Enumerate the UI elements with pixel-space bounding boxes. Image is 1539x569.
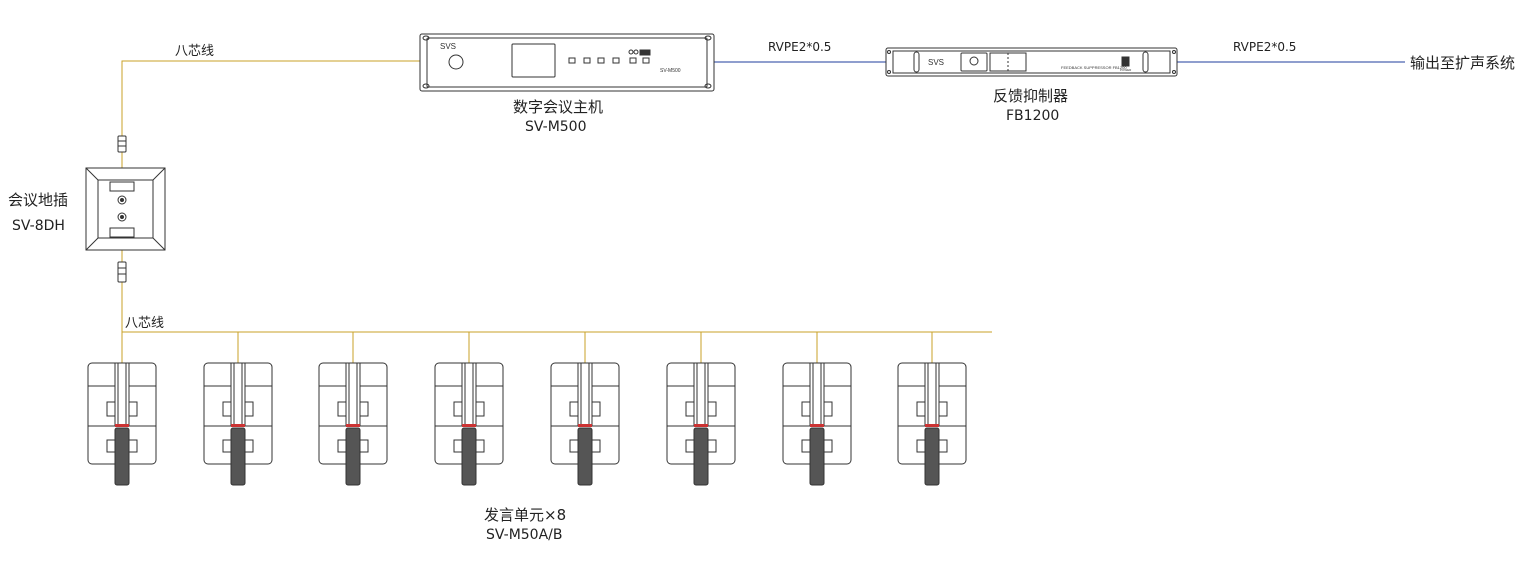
host-display-screen [511,43,556,78]
host-name: 数字会议主机 [513,98,603,116]
host-panel-model: SV-M500 [660,68,681,74]
feedback-name: 反馈抑制器 [993,87,1068,105]
host-model: SV-M500 [525,119,587,135]
host-brand-logo: SVS [440,42,456,51]
mic-stem [345,362,361,426]
speaker-unit [897,362,967,486]
feedback-power-switch-icon [1121,56,1130,67]
speaker-unit [666,362,736,486]
speaker-unit [203,362,273,486]
mic-handle [693,427,709,486]
mic-handle [461,427,477,486]
output-label: 输出至扩声系统 [1410,54,1515,72]
feedback-model: FB1200 [1006,108,1059,124]
feedback-brand-logo: SVS [928,58,944,67]
cable-connector-top [117,135,127,153]
floor-socket-port-icon [117,212,127,222]
mic-stem [230,362,246,426]
feedback-panel-text: FEEDBACK SUPPRESSOR FB1200 [1061,65,1127,70]
feedback-knob-icon [969,56,979,66]
feedback-knob-box [960,52,988,72]
cable-label-rvpe-2: RVPE2*0.5 [1233,40,1296,54]
speaker-unit [434,362,504,486]
mic-ring [462,424,476,427]
mic-handle [809,427,825,486]
host-button-row-icon [568,49,651,64]
cable-eight-core-top [121,60,420,168]
floor-socket-port-icon [117,195,127,205]
mic-handle [230,427,246,486]
speaker-unit [782,362,852,486]
mic-stem [924,362,940,426]
host-device [419,33,715,92]
floor-socket-model: SV-8DH [12,218,65,234]
cable-label-eight-core-bottom: 八芯线 [125,316,164,331]
mic-ring [925,424,939,427]
floor-socket-name: 会议地插 [8,191,68,209]
mic-handle [114,427,130,486]
cable-eight-core-bottom [121,250,992,366]
feedback-device [885,47,1178,77]
host-power-knob-icon [448,54,464,70]
speaker-unit [318,362,388,486]
mic-ring [231,424,245,427]
floor-socket-device [85,167,166,251]
mic-stem [809,362,825,426]
mic-ring [578,424,592,427]
mic-ring [115,424,129,427]
speaker-unit [550,362,620,486]
speaker-unit [87,362,157,486]
mic-handle [345,427,361,486]
units-name: 发言单元×8 [484,506,566,524]
mic-handle [577,427,593,486]
mic-stem [461,362,477,426]
cable-connector-bottom [117,261,127,283]
mic-stem [693,362,709,426]
mic-handle [924,427,940,486]
mic-ring [694,424,708,427]
cable-label-eight-core-top: 八芯线 [175,44,214,59]
mic-ring [346,424,360,427]
mic-ring [810,424,824,427]
mic-stem [114,362,130,426]
units-model: SV-M50A/B [486,527,563,543]
cable-label-rvpe-1: RVPE2*0.5 [768,40,831,54]
mic-stem [577,362,593,426]
feedback-power-text: POWER [1120,68,1132,72]
